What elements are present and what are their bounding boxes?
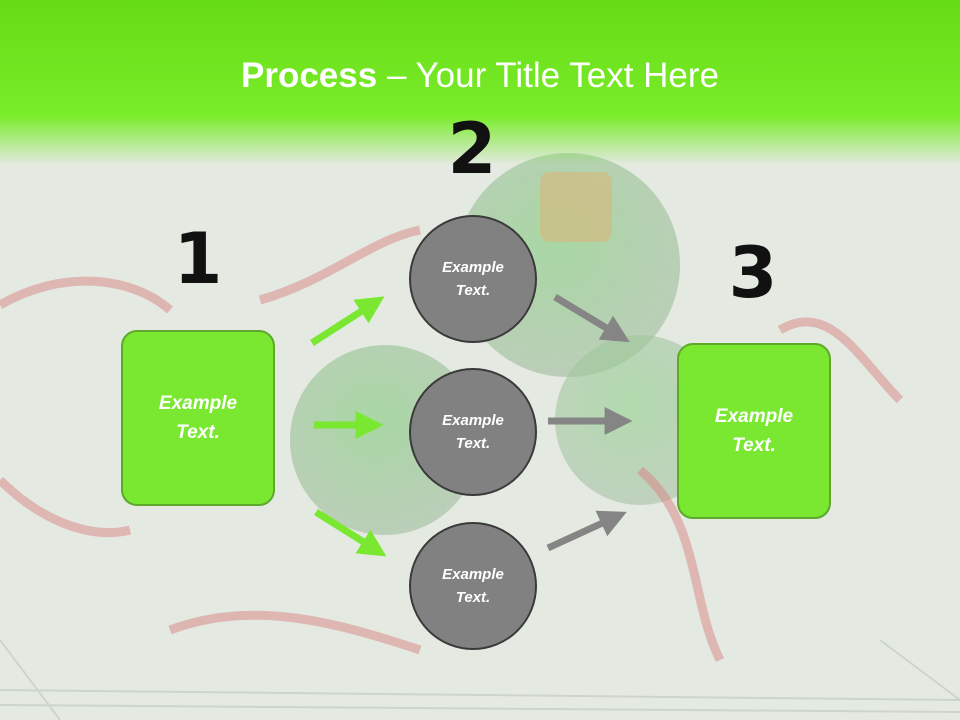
title-bold: Process	[241, 56, 378, 95]
arrow-green-down	[314, 509, 387, 557]
circle-bottom-line2: Text.	[455, 589, 491, 606]
circle-top-line2: Text.	[455, 282, 491, 299]
arrow-gray-up	[546, 510, 627, 552]
circle-middle-line2: Text.	[455, 435, 491, 452]
step-3-box-line2: Text.	[732, 435, 776, 456]
step-1-box-line1: Example	[158, 393, 238, 414]
step-number-2: 2	[447, 108, 497, 190]
circle-middle-line1: Example	[442, 412, 504, 429]
step-number-3: 3	[728, 232, 778, 314]
step-3-box-line1: Example	[714, 406, 794, 427]
arrow-green-up	[310, 296, 385, 346]
slide-title: Process – Your Title Text Here	[0, 54, 960, 98]
step-number-1: 1	[173, 218, 223, 300]
circle-top-line1: Example	[442, 259, 504, 276]
title-rest: – Your Title Text Here	[377, 56, 719, 95]
step-1-box-line2: Text.	[176, 422, 220, 443]
circle-bottom-line1: Example	[442, 566, 504, 583]
arrow-gray-down	[553, 294, 630, 343]
